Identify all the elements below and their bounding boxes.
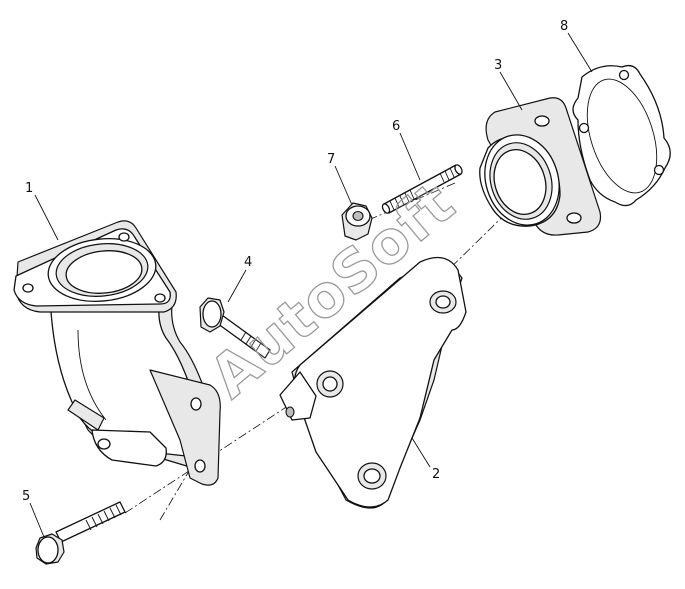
part-8-gasket (572, 64, 671, 207)
callout-3: 3 (494, 58, 502, 73)
callout-2: 2 (432, 467, 440, 482)
part-7-nut (341, 202, 373, 241)
callout-5: 5 (22, 489, 30, 504)
callout-4: 4 (244, 255, 252, 270)
part-1-elbow-housing (13, 220, 221, 486)
callout-1: 1 (25, 181, 33, 196)
leader-lines (29, 32, 593, 538)
part-6-stud (381, 164, 463, 214)
callout-6: 6 (392, 119, 400, 134)
part-5-bolt (35, 501, 126, 565)
part-2-bracket (279, 256, 467, 509)
part-4-bolt (199, 297, 271, 359)
part-3-pipe-flange (479, 97, 602, 236)
callout-8: 8 (560, 19, 568, 34)
callouts: 1 2 3 4 5 6 7 8 (22, 19, 568, 504)
callout-7: 7 (327, 152, 335, 167)
